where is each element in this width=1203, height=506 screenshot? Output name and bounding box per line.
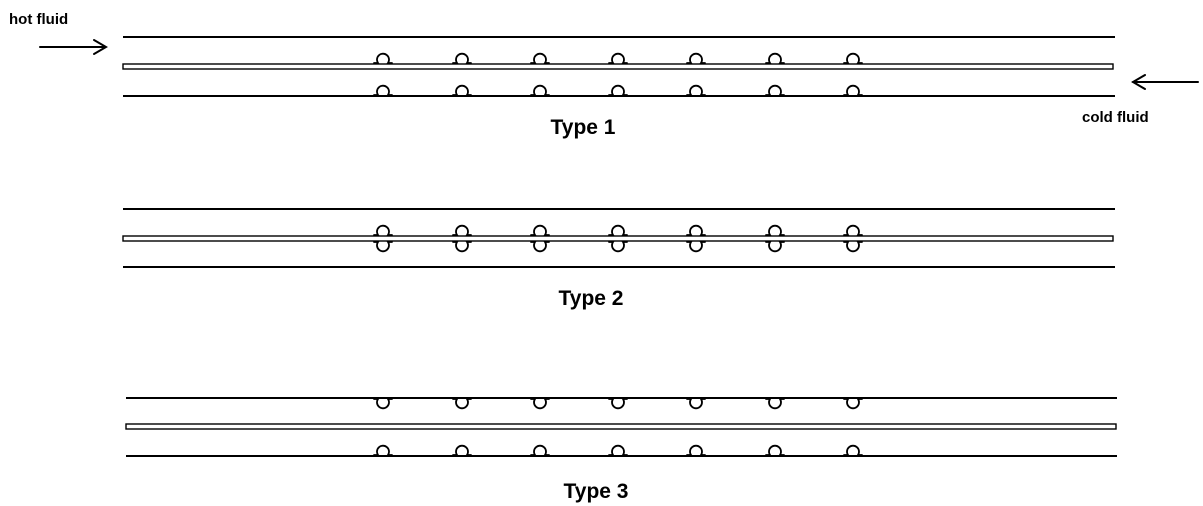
type-2-dimple-row1-6 bbox=[765, 224, 785, 236]
type-3-dimple-row2-5 bbox=[686, 444, 706, 456]
type-1-dimple-row2-7 bbox=[843, 84, 863, 96]
type-2-separator-plate bbox=[122, 235, 1114, 242]
type-2-dimple-row1-5 bbox=[686, 224, 706, 236]
type-2-dimple-row2-6 bbox=[765, 241, 785, 253]
hot-fluid-arrow bbox=[39, 39, 108, 55]
type-3-dimple-row1-3 bbox=[530, 398, 550, 410]
type-2-dimple-row1-7 bbox=[843, 224, 863, 236]
type-2-dimple-row1-3 bbox=[530, 224, 550, 236]
type-2-dimple-row2-1 bbox=[373, 241, 393, 253]
type-1-dimple-row2-1 bbox=[373, 84, 393, 96]
type-3-dimple-row2-7 bbox=[843, 444, 863, 456]
type-3-dimple-row1-7 bbox=[843, 398, 863, 410]
type-1-dimple-row2-2 bbox=[452, 84, 472, 96]
type-2-dimple-row1-1 bbox=[373, 224, 393, 236]
type-2-dimple-row2-2 bbox=[452, 241, 472, 253]
type-3-dimple-row2-2 bbox=[452, 444, 472, 456]
type-1-dimple-row1-2 bbox=[452, 52, 472, 64]
type-2-dimple-row2-4 bbox=[608, 241, 628, 253]
type-3-dimple-row1-4 bbox=[608, 398, 628, 410]
type-3-dimple-row1-1 bbox=[373, 398, 393, 410]
type-1-dimple-row2-4 bbox=[608, 84, 628, 96]
type-2-diagram: Type 2 bbox=[122, 208, 1115, 310]
type-3-dimple-row2-3 bbox=[530, 444, 550, 456]
type-1-dimple-row1-7 bbox=[843, 52, 863, 64]
type-1-separator-plate bbox=[122, 63, 1114, 70]
type-2-dimples bbox=[373, 224, 863, 253]
type-3-separator-plate bbox=[125, 423, 1117, 430]
type-1-dimple-row2-5 bbox=[686, 84, 706, 96]
type-2-dimple-row2-5 bbox=[686, 241, 706, 253]
cold-fluid-arrow bbox=[1131, 74, 1199, 90]
type-1-dimple-row1-1 bbox=[373, 52, 393, 64]
type-1-dimple-row2-3 bbox=[530, 84, 550, 96]
type-3-dimple-row1-2 bbox=[452, 398, 472, 410]
type-1-dimple-row1-4 bbox=[608, 52, 628, 64]
type-3-diagram: Type 3 bbox=[125, 397, 1117, 503]
type-2-title: Type 2 bbox=[559, 287, 624, 310]
type-3-dimple-row1-5 bbox=[686, 398, 706, 410]
type-2-dimple-row2-7 bbox=[843, 241, 863, 253]
type-2-dimple-row1-2 bbox=[452, 224, 472, 236]
hot-fluid-label: hot fluid bbox=[9, 11, 68, 28]
type-1-dimple-row1-5 bbox=[686, 52, 706, 64]
type-1-title: Type 1 bbox=[551, 116, 616, 139]
type-1-dimple-row2-6 bbox=[765, 84, 785, 96]
type-3-title: Type 3 bbox=[564, 480, 629, 503]
cold-fluid-label: cold fluid bbox=[1082, 109, 1149, 126]
type-1-diagram: Type 1 bbox=[122, 36, 1115, 139]
type-1-dimple-row1-6 bbox=[765, 52, 785, 64]
type-2-dimple-row2-3 bbox=[530, 241, 550, 253]
type-3-dimple-row2-4 bbox=[608, 444, 628, 456]
type-3-dimples bbox=[373, 398, 863, 456]
type-3-dimple-row2-1 bbox=[373, 444, 393, 456]
type-3-dimple-row2-6 bbox=[765, 444, 785, 456]
type-3-dimple-row1-6 bbox=[765, 398, 785, 410]
type-2-dimple-row1-4 bbox=[608, 224, 628, 236]
type-1-dimple-row1-3 bbox=[530, 52, 550, 64]
type-1-dimples bbox=[373, 52, 863, 96]
